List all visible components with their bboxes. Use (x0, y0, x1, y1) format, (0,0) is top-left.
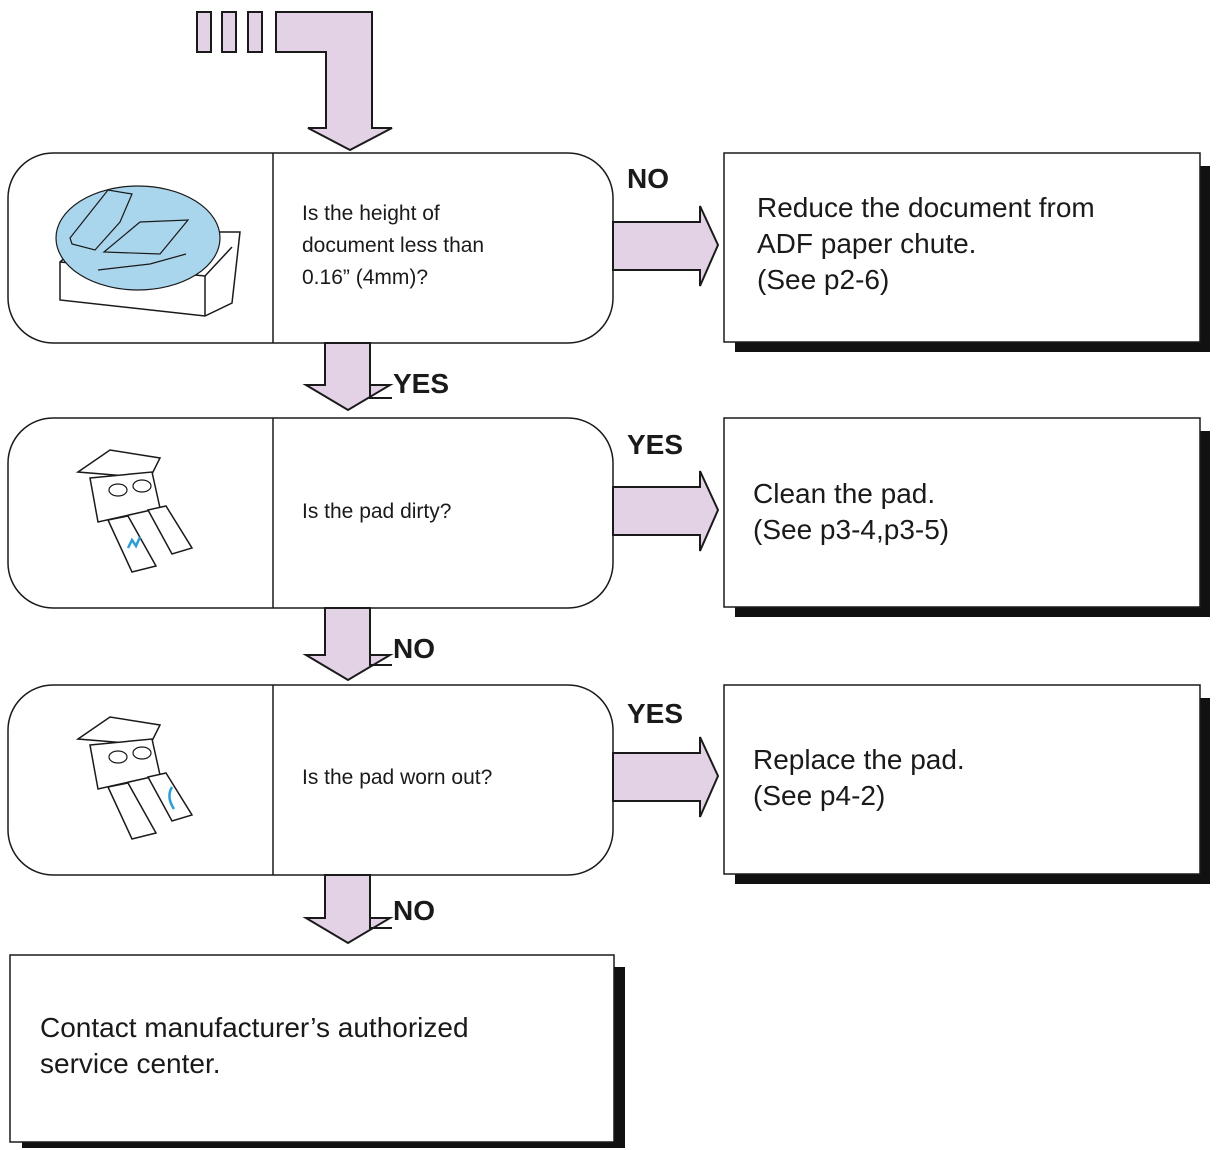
yes-arrow-down-1 (302, 342, 394, 412)
question-height: Is the height of document less than 0.16… (302, 198, 602, 294)
result-line: (See p4-2) (753, 780, 886, 811)
branch-label-no: NO (393, 895, 435, 926)
yes-arrow-2 (612, 470, 720, 552)
pad-icon (75, 716, 194, 840)
branch-label-yes: YES (627, 698, 684, 729)
result-box-replace (723, 684, 1210, 884)
arrow-stripe (221, 11, 237, 53)
branch-label-yes: YES (627, 429, 684, 460)
no-arrow-down-2 (302, 607, 394, 682)
result-reduce-text: Reduce the document from ADF paper chute… (757, 190, 1095, 298)
branch-label-no: NO (627, 163, 669, 194)
result-line: Reduce the document from (757, 192, 1095, 223)
final-box (9, 954, 625, 1148)
final-text: Contact manufacturer’s authorized servic… (40, 1010, 469, 1082)
question-dirty: Is the pad dirty? (302, 496, 602, 528)
final-line: service center. (40, 1048, 221, 1079)
final-line: Contact manufacturer’s authorized (40, 1012, 469, 1043)
incoming-arrow (196, 11, 393, 152)
question-line: Is the height of (302, 202, 440, 225)
result-box-reduce (723, 152, 1210, 352)
adf-scanner-icon (55, 185, 241, 317)
arrow-stripe (247, 11, 263, 53)
result-line: (See p3-4,p3-5) (753, 514, 950, 545)
result-line: Replace the pad. (753, 744, 965, 775)
yes-arrow-3 (612, 736, 720, 818)
result-line: Clean the pad. (753, 478, 936, 509)
branch-label-no: NO (393, 633, 435, 664)
no-arrow-down-3 (302, 874, 394, 945)
branch-label-yes: YES (393, 368, 450, 399)
result-replace-text: Replace the pad. (See p4-2) (753, 742, 965, 814)
question-line: 0.16” (4mm)? (302, 266, 429, 289)
question-line: Is the pad dirty? (302, 500, 452, 523)
question-line: document less than (302, 234, 485, 257)
result-line: (See p2-6) (757, 264, 890, 295)
no-arrow-1 (612, 205, 720, 287)
question-line: Is the pad worn out? (302, 766, 493, 789)
arrow-stripe (196, 11, 212, 53)
pad-icon (75, 449, 194, 573)
result-box-clean (723, 417, 1210, 617)
incoming-arrow-head (275, 11, 393, 152)
result-clean-text: Clean the pad. (See p3-4,p3-5) (753, 476, 949, 548)
question-worn: Is the pad worn out? (302, 762, 602, 794)
result-line: ADF paper chute. (757, 228, 977, 259)
